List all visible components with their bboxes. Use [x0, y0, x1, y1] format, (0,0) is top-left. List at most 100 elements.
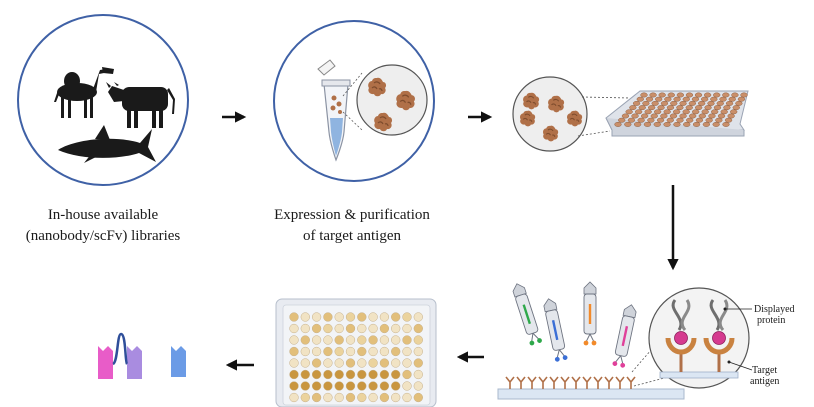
plate-well — [719, 96, 727, 102]
elisa-well — [413, 312, 423, 322]
elisa-well — [300, 346, 310, 357]
elisa-well — [300, 312, 310, 322]
capture-antigen — [571, 376, 581, 389]
elisa-well — [368, 346, 378, 357]
camel-icon — [54, 67, 114, 118]
expression-circle — [273, 20, 435, 182]
capture-antigen — [516, 376, 526, 389]
elisa-well — [368, 358, 378, 368]
elisa-well — [289, 312, 299, 322]
plate-well — [655, 96, 663, 102]
plate-well — [698, 100, 706, 106]
plate-well — [728, 96, 736, 102]
elisa-well — [379, 346, 390, 357]
plate-well — [657, 105, 665, 111]
libraries-step — [17, 14, 189, 186]
capture-antigen — [615, 376, 625, 389]
plate-well — [666, 117, 674, 123]
elisa-well — [300, 358, 310, 368]
plate-well — [651, 100, 659, 106]
plate-well — [732, 105, 740, 111]
plate-well — [692, 109, 700, 115]
phage-icon — [612, 304, 637, 368]
elisa-well — [413, 369, 423, 380]
plate-well — [644, 109, 652, 115]
elisa-well — [334, 381, 344, 391]
elisa-well — [289, 346, 299, 357]
elisa-well — [323, 392, 333, 403]
plate-well — [717, 113, 726, 119]
plate-well — [656, 117, 665, 123]
plate-well — [713, 105, 722, 111]
elisa-well — [311, 312, 322, 322]
plate-well — [708, 113, 716, 119]
plate-well — [730, 109, 738, 115]
elisa-well — [391, 358, 401, 368]
plate-well — [707, 100, 715, 106]
plate-well — [673, 109, 681, 115]
elisa-well — [379, 381, 390, 391]
capture-antigen — [549, 376, 559, 389]
cow-icon — [106, 82, 175, 128]
plate-well — [645, 96, 654, 102]
phage-icon — [512, 283, 542, 346]
elisa-well — [345, 392, 356, 403]
elisa-well — [345, 346, 356, 357]
plate-well — [694, 92, 703, 98]
plate-well — [629, 105, 637, 111]
plate-well — [614, 121, 622, 127]
plate-well — [737, 96, 746, 102]
elisa-well — [311, 381, 322, 391]
plate-well — [683, 121, 691, 127]
binding-pair — [665, 299, 697, 372]
elisa-well — [379, 335, 390, 345]
elisa-well — [345, 335, 356, 345]
expression-step — [273, 20, 435, 182]
plate-well — [723, 105, 731, 111]
elisa-well — [357, 392, 367, 403]
plate-well — [650, 113, 658, 119]
plate-well — [704, 105, 712, 111]
plate-well — [660, 113, 668, 119]
elisa-well — [413, 381, 423, 391]
plate-well — [653, 121, 661, 127]
target-antigen-label-2: antigen — [750, 376, 779, 387]
elisa-well — [334, 312, 344, 322]
elisa-well — [311, 392, 322, 403]
capture-antigen — [560, 376, 570, 389]
elisa-well — [391, 335, 401, 345]
plate-well — [627, 117, 636, 123]
elisa-well — [300, 335, 310, 345]
elisa-well — [402, 323, 412, 334]
capture-antigens — [505, 376, 636, 389]
elisa-well — [357, 369, 367, 380]
elisa-well — [311, 369, 322, 380]
elisa-well — [402, 381, 412, 391]
elisa-well — [300, 381, 310, 391]
plate-well — [679, 100, 687, 106]
plate-well — [670, 100, 678, 106]
plate-well — [702, 121, 711, 127]
elisa-well — [402, 369, 412, 380]
elisa-well — [345, 358, 356, 368]
elisa-well — [323, 335, 333, 345]
plate-well — [676, 117, 684, 123]
elisa-well — [368, 335, 378, 345]
plate-well — [676, 105, 684, 111]
capture-antigen — [593, 376, 603, 389]
elisa-well — [402, 358, 412, 368]
elisa-well — [402, 312, 412, 322]
elisa-well — [379, 358, 390, 368]
elisa-well — [289, 323, 299, 334]
displayed-protein-label-1: Displayed — [754, 304, 795, 315]
plate-well — [689, 113, 697, 119]
plate-well — [638, 105, 646, 111]
plate-well — [673, 121, 681, 127]
elisa-well — [311, 323, 322, 334]
plate-well — [712, 121, 720, 127]
plate-well — [667, 92, 675, 98]
screening-step — [275, 298, 437, 407]
expression-label-line1: Expression & purification — [274, 207, 430, 223]
plate-well — [682, 109, 690, 115]
capture-antigen — [626, 376, 636, 389]
